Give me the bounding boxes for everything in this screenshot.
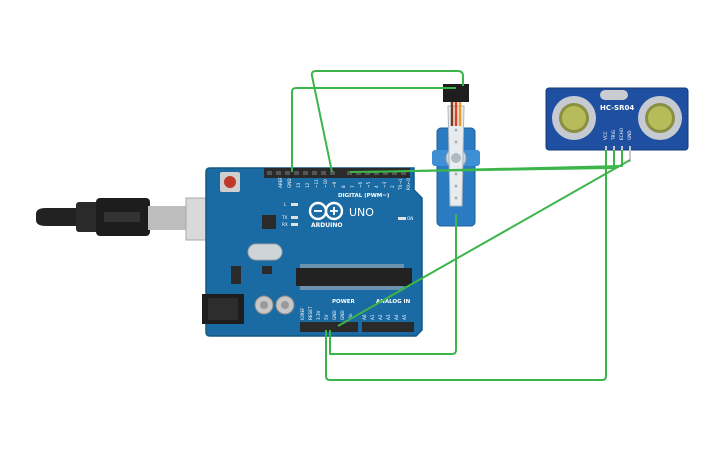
wire-gnd-servo [291, 87, 456, 172]
arduino-logo [308, 201, 344, 221]
pin-label-a0: A0 [362, 314, 367, 320]
atmega-chip [296, 268, 412, 286]
digital-label: DIGITAL (PWM~) [338, 193, 390, 199]
digital-header[interactable] [264, 168, 410, 178]
voltage-regulator [231, 266, 241, 284]
pin-label-2: 2 [390, 185, 395, 188]
pin-label-7: 7 [350, 185, 355, 188]
pin-label-ioref: IOREF [300, 307, 305, 320]
pin-label-gnd: GND [287, 178, 292, 188]
servo-connector[interactable] [443, 84, 469, 102]
led-rx-label: RX [282, 222, 288, 227]
led-l-label: L [284, 202, 287, 207]
atmega-pins [300, 264, 404, 290]
analog-header[interactable] [362, 322, 414, 332]
digital-pin-labels: AREF GND 13 12 ~11 ~10 ~9 8 7 ~6 ~5 4 ~3… [278, 177, 411, 191]
pin-label-13: 13 [296, 182, 301, 188]
pin-label-aref: AREF [278, 177, 283, 188]
pin-label-a4: A4 [394, 314, 399, 320]
crystal-oscillator [247, 243, 283, 261]
sensor-pin-gnd: GND [627, 130, 632, 140]
micro-servo[interactable] [432, 84, 480, 227]
analog-pin-labels: A0 A1 A2 A3 A4 A5 [362, 314, 407, 320]
pin-label-12: 12 [305, 182, 310, 188]
pin-label-5v: 5V [324, 314, 329, 320]
pin-label-a3: A3 [386, 314, 391, 320]
pin-label-reset: RESET [308, 306, 313, 320]
pin-label-vin: Vin [348, 313, 353, 320]
sensor-pin-trig: TRIG [611, 130, 616, 141]
pin-label-gnd-2: GND [340, 310, 345, 320]
status-leds [291, 203, 406, 226]
pin-label-6: ~6 [358, 181, 363, 188]
pin-label-rx0: RX←0 [406, 178, 411, 190]
sensor-pin-labels: VCC TRIG ECHO GND [603, 127, 632, 141]
pin-label-3: ~3 [382, 181, 387, 188]
arduino-uno-board[interactable]: AREF GND 13 12 ~11 ~10 ~9 8 7 ~6 ~5 4 ~3… [202, 167, 423, 337]
reset-button[interactable] [220, 172, 240, 192]
analog-label: ANALOG IN [376, 299, 411, 305]
pin-label-8: 8 [341, 185, 346, 188]
wires[interactable] [291, 70, 631, 381]
pin-label-3v3: 3.3V [316, 310, 321, 320]
pin-label-a1: A1 [370, 314, 375, 320]
pin-label-tx1: TX→1 [398, 178, 403, 191]
transducer-left [552, 96, 596, 140]
pin-label-11: ~11 [314, 179, 319, 188]
capacitors [254, 295, 295, 315]
transducer-right [638, 96, 682, 140]
pin-label-10: ~10 [323, 179, 328, 188]
power-header[interactable] [300, 322, 358, 332]
power-pin-labels: IOREF RESET 3.3V 5V GND GND Vin [300, 306, 353, 320]
led-on-label: ON [407, 216, 413, 221]
pin-label-a5: A5 [402, 314, 407, 320]
sensor-name: HC-SR04 [600, 104, 634, 112]
small-chip [262, 266, 272, 274]
pin-label-5: ~5 [366, 181, 371, 188]
pin-label-a2: A2 [378, 314, 383, 320]
power-jack[interactable] [202, 294, 244, 324]
pin-label-9: ~9 [332, 181, 337, 188]
power-label: POWER [332, 299, 356, 305]
sensor-pin-echo: ECHO [619, 127, 624, 140]
sensor-pin-vcc: VCC [603, 131, 608, 140]
pin-label-gnd-1: GND [332, 310, 337, 320]
wire-echo-digital [367, 150, 623, 173]
wire-pin9-servo [310, 70, 464, 173]
hc-sr04-sensor[interactable]: HC-SR04 VCC TRIG ECHO GND [545, 87, 689, 162]
uno-label: UNO [349, 206, 374, 219]
arduino-label: ARDUINO [311, 222, 342, 229]
wire-servo-power [329, 214, 457, 355]
wire-sensor-vcc [325, 150, 607, 381]
usb-chip [262, 215, 276, 229]
wire-sensor-gnd [337, 159, 631, 327]
led-tx-label: TX [281, 215, 288, 220]
pin-label-4: 4 [374, 185, 379, 188]
